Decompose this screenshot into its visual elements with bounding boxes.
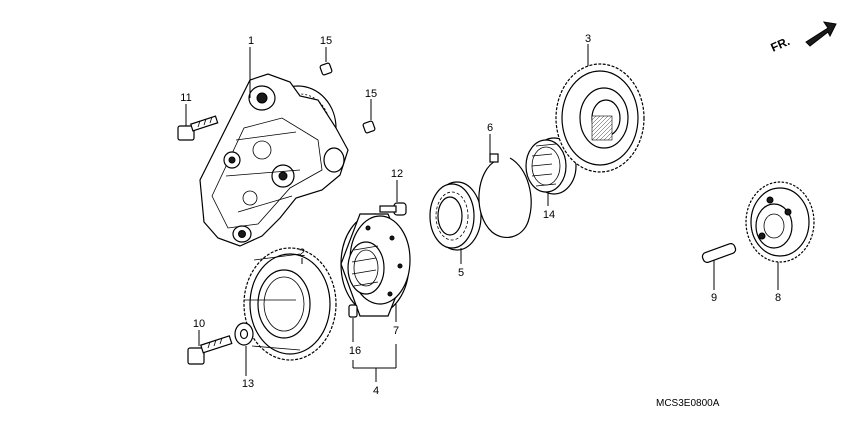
callout-labels: 1 15 15 11 12 2 5 6 14 3 9 8 10 13 16 7 …: [180, 33, 781, 397]
bolt-10: [187, 335, 233, 365]
callout-15-upper: 15: [320, 35, 332, 47]
gear-shaft: [701, 243, 737, 263]
diagram-code: MCS3E0800A: [656, 398, 720, 409]
bolt-11: [177, 115, 219, 141]
callout-16: 16: [349, 345, 361, 357]
callout-3: 3: [585, 33, 591, 45]
oil-pump-housing: [199, 73, 349, 247]
callout-10: 10: [193, 318, 205, 330]
one-way-clutch: [429, 181, 482, 251]
callout-7: 7: [393, 325, 399, 337]
callout-6: 6: [487, 122, 493, 134]
callout-8: 8: [775, 292, 781, 304]
callout-13: 13: [242, 378, 254, 390]
front-direction-indicator: FR.: [769, 21, 837, 55]
callout-5: 5: [458, 267, 464, 279]
callout-9: 9: [711, 292, 717, 304]
reduction-gear: [745, 181, 815, 263]
front-direction-label: FR.: [769, 34, 792, 55]
washer-13: [234, 322, 254, 346]
leader-lines: [185, 44, 779, 382]
callout-4: 4: [373, 385, 379, 397]
idle-gear: [555, 63, 645, 173]
bolt-12: [379, 202, 407, 216]
dowel-pin-16: [348, 304, 358, 318]
dowel-pin-lower: [362, 120, 376, 134]
callout-11: 11: [180, 92, 191, 104]
callout-15-lower: 15: [365, 88, 377, 100]
callout-14: 14: [543, 209, 555, 221]
starter-driven-gear: [243, 247, 337, 361]
dowel-pin-upper: [319, 62, 333, 76]
clutch-outer: [340, 213, 411, 317]
needle-bearing: [525, 137, 577, 195]
callout-12: 12: [391, 168, 403, 180]
callout-2: 2: [299, 247, 305, 259]
callout-1: 1: [248, 35, 254, 47]
snap-ring: [478, 153, 532, 239]
